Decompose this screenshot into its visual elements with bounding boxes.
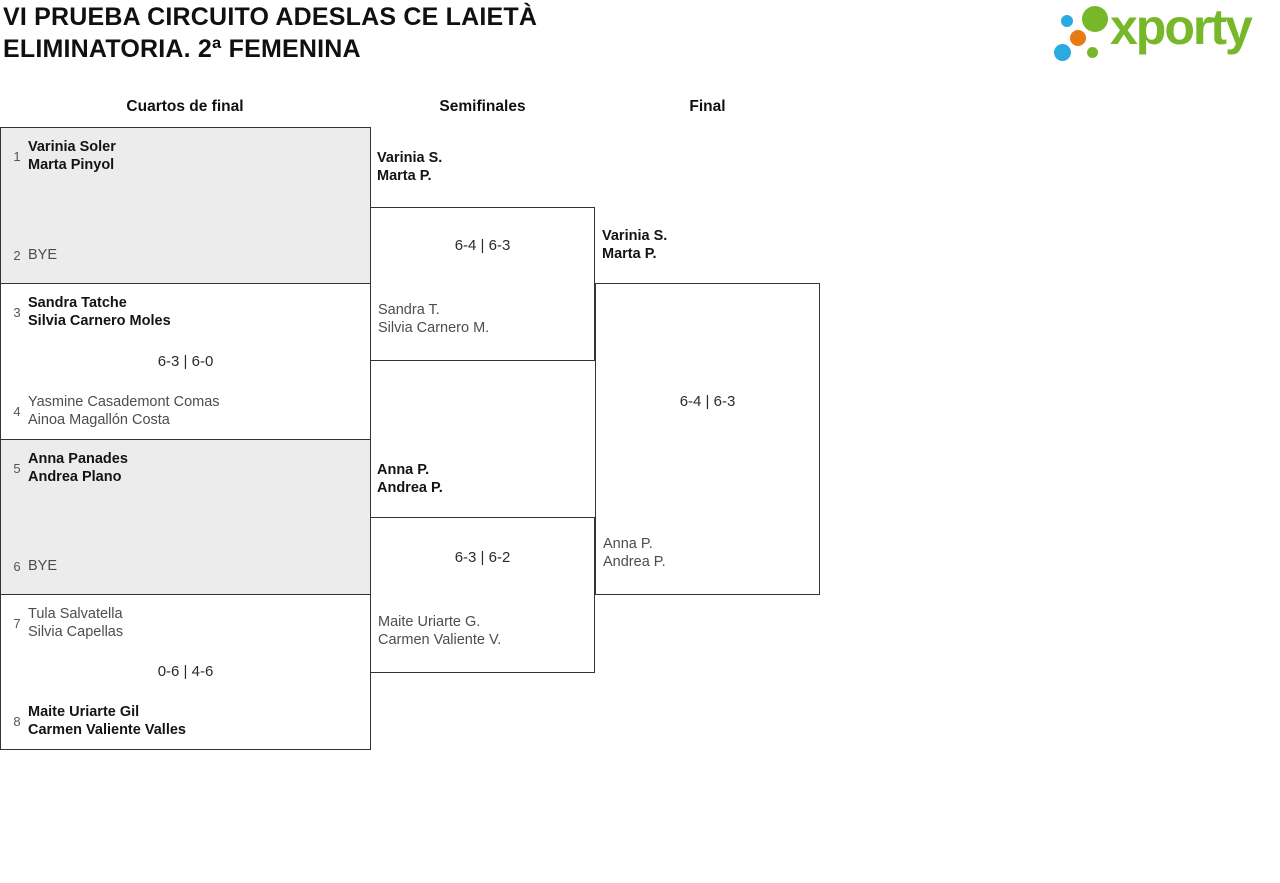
- match-score: 6-4 | 6-3: [679, 393, 736, 410]
- player-name: Varinia Soler: [28, 139, 116, 155]
- seed-number: 6: [13, 558, 21, 574]
- player-name: Tula Salvatella: [28, 606, 123, 622]
- player-name: Silvia Carnero Moles: [28, 313, 171, 329]
- seed-number: 8: [13, 713, 21, 729]
- page-title-line1: VI PRUEBA CIRCUITO ADESLAS CE LAIETÀ: [3, 3, 538, 31]
- player-name: BYE: [28, 247, 58, 263]
- team-names: Tula Salvatella Silvia Capellas: [28, 605, 123, 641]
- player-name: Ainoa Magallón Costa: [28, 412, 170, 428]
- quarterfinal-match-4[interactable]: 7 Tula Salvatella Silvia Capellas 0-6 | …: [0, 594, 371, 750]
- team-names: Maite Uriarte Gil Carmen Valiente Valles: [28, 703, 186, 739]
- player-name: Carmen Valiente V.: [378, 632, 502, 648]
- player-name: Andrea Plano: [28, 469, 122, 485]
- match-score: 6-3 | 6-0: [157, 352, 214, 370]
- match-score: 6-4 | 6-3: [454, 237, 511, 254]
- semifinal-match-2[interactable]: 6-3 | 6-2 Maite Uriarte G. Carmen Valien…: [370, 517, 595, 673]
- quarterfinal-match-2[interactable]: 3 Sandra Tatche Silvia Carnero Moles 6-3…: [0, 283, 371, 440]
- xporty-logo[interactable]: xporty: [1050, 0, 1280, 66]
- semifinal-2-advancing-team: Anna P. Andrea P.: [377, 461, 443, 497]
- semifinal-1-advancing-team: Varinia S. Marta P.: [377, 149, 442, 185]
- logo-dot-icon: [1082, 6, 1108, 32]
- page-title: VI PRUEBA CIRCUITO ADESLAS CE LAIETÀ ELI…: [3, 1, 537, 65]
- semifinal-2-eliminated-team: Maite Uriarte G. Carmen Valiente V.: [378, 613, 501, 649]
- seed-number: 2: [13, 247, 21, 263]
- player-name: Anna Panades: [28, 451, 128, 467]
- team-names: BYE: [28, 246, 57, 264]
- seed-number: 7: [13, 615, 21, 631]
- team-row: 2 BYE: [9, 237, 364, 273]
- player-name: Anna P.: [377, 462, 430, 478]
- team-names: Anna Panades Andrea Plano: [28, 450, 128, 486]
- player-name: Anna P.: [603, 536, 653, 552]
- logo-dot-icon: [1054, 44, 1071, 61]
- team-row: 4 Yasmine Casademont Comas Ainoa Magalló…: [9, 393, 364, 429]
- team-row: 8 Maite Uriarte Gil Carmen Valiente Vall…: [9, 703, 364, 739]
- team-names: BYE: [28, 557, 57, 575]
- semifinal-1-eliminated-team: Sandra T. Silvia Carnero M.: [378, 301, 489, 337]
- player-name: Sandra Tatche: [28, 295, 127, 311]
- team-row: 3 Sandra Tatche Silvia Carnero Moles: [9, 294, 364, 330]
- match-score: 6-3 | 6-2: [454, 549, 511, 566]
- semifinal-match-1[interactable]: 6-4 | 6-3 Sandra T. Silvia Carnero M.: [370, 207, 595, 361]
- player-name: BYE: [28, 558, 58, 574]
- final-match[interactable]: 6-4 | 6-3 Anna P. Andrea P.: [595, 283, 820, 595]
- player-name: Marta P.: [602, 246, 657, 262]
- player-name: Silvia Carnero M.: [378, 320, 490, 336]
- team-row: 5 Anna Panades Andrea Plano: [9, 450, 364, 486]
- match-score: 0-6 | 4-6: [157, 663, 214, 680]
- player-name: Andrea P.: [603, 554, 666, 570]
- seed-number: 4: [13, 403, 21, 419]
- logo-dot-icon: [1061, 15, 1073, 27]
- player-name: Marta P.: [377, 168, 432, 184]
- round-header-final: Final: [689, 98, 726, 115]
- player-name: Carmen Valiente Valles: [28, 722, 186, 738]
- player-name: Maite Uriarte G.: [378, 614, 481, 630]
- player-name: Marta Pinyol: [28, 157, 115, 173]
- round-header-quarterfinals: Cuartos de final: [126, 98, 244, 115]
- logo-dot-icon: [1070, 30, 1086, 46]
- player-name: Andrea P.: [377, 480, 443, 496]
- team-names: Sandra Tatche Silvia Carnero Moles: [28, 294, 171, 330]
- logo-dot-icon: [1087, 47, 1098, 58]
- team-row: 1 Varinia Soler Marta Pinyol: [9, 138, 364, 174]
- player-name: Sandra T.: [378, 302, 440, 318]
- player-name: Varinia S.: [602, 228, 668, 244]
- seed-number: 5: [13, 460, 21, 476]
- team-row: 6 BYE: [9, 548, 364, 584]
- player-name: Maite Uriarte Gil: [28, 704, 140, 720]
- round-header-semifinals: Semifinales: [439, 98, 526, 115]
- logo-wordmark: xporty: [1110, 0, 1253, 55]
- page-title-line2: ELIMINATORIA. 2ª FEMENINA: [3, 35, 361, 63]
- seed-number: 1: [13, 148, 21, 164]
- seed-number: 3: [13, 304, 21, 320]
- final-eliminated-team: Anna P. Andrea P.: [603, 535, 666, 571]
- player-name: Yasmine Casademont Comas: [28, 394, 220, 410]
- quarterfinal-match-1[interactable]: 1 Varinia Soler Marta Pinyol 2 BYE: [0, 127, 371, 284]
- player-name: Silvia Capellas: [28, 624, 124, 640]
- quarterfinal-match-3[interactable]: 5 Anna Panades Andrea Plano 6 BYE: [0, 439, 371, 595]
- team-names: Varinia Soler Marta Pinyol: [28, 138, 116, 174]
- final-advancing-team: Varinia S. Marta P.: [602, 227, 667, 263]
- team-names: Yasmine Casademont Comas Ainoa Magallón …: [28, 393, 220, 429]
- player-name: Varinia S.: [377, 150, 443, 166]
- team-row: 7 Tula Salvatella Silvia Capellas: [9, 605, 364, 641]
